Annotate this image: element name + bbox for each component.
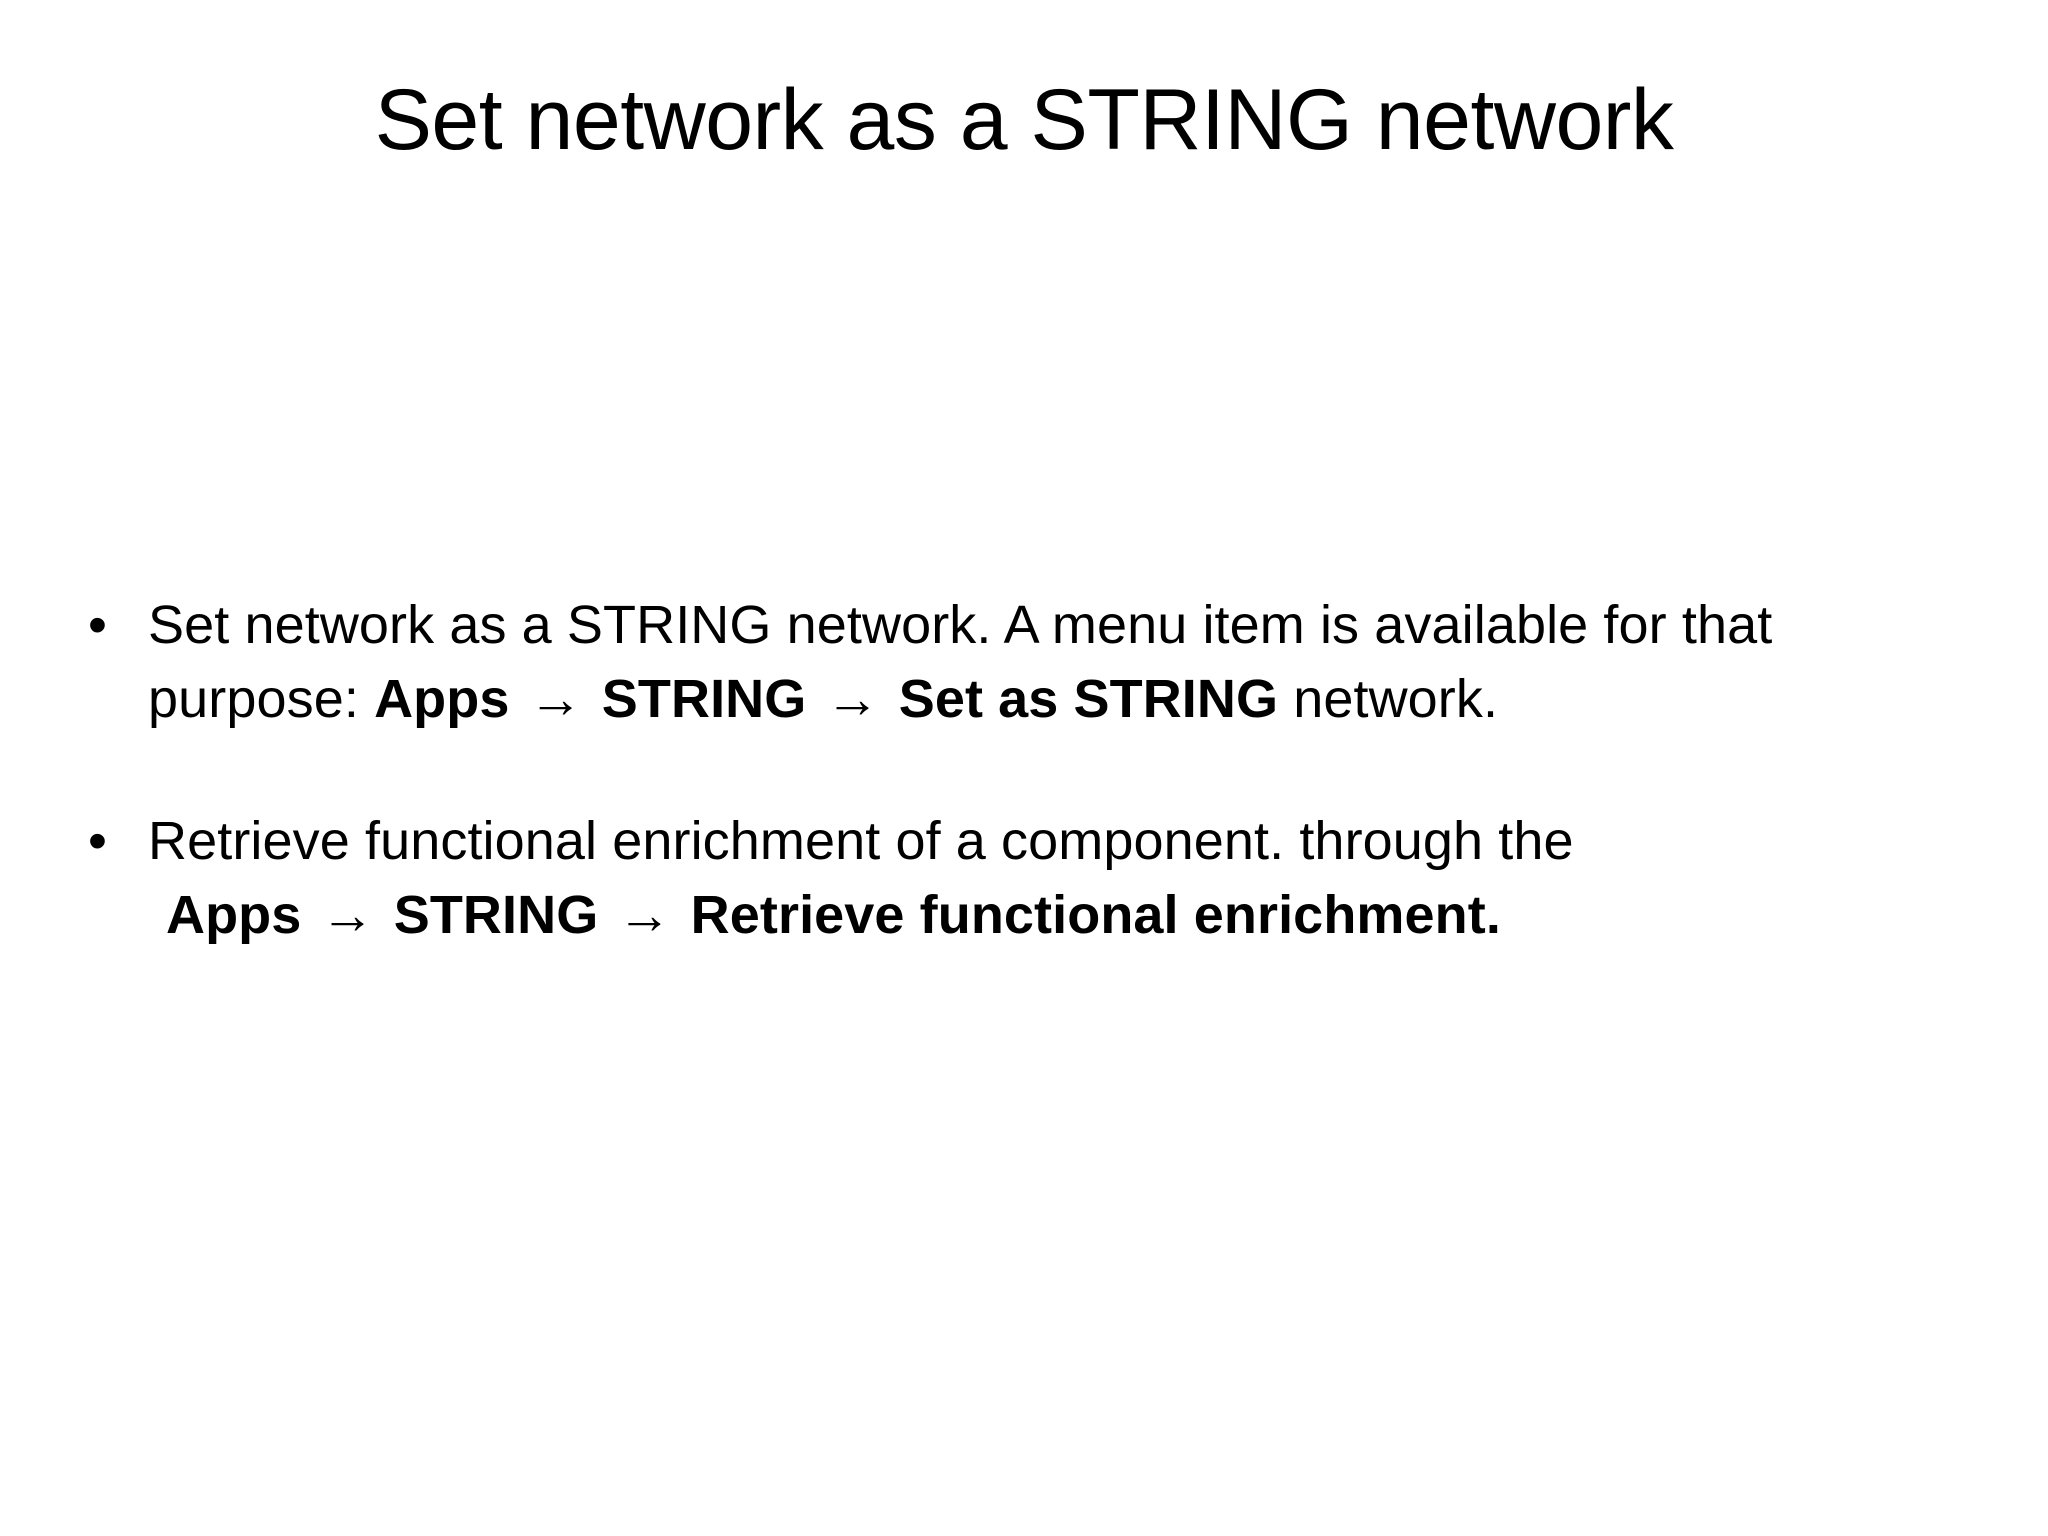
bullet-segment: purpose: xyxy=(148,669,375,729)
bullet-line: purpose: Apps → STRING → Set as STRING n… xyxy=(148,662,1988,736)
slide-title: Set network as a STRING network xyxy=(374,71,1674,168)
menu-path-apps: Apps xyxy=(374,669,510,729)
bullet-segment: Retrieve functional enrichment of a comp… xyxy=(148,811,1574,871)
menu-path-string: STRING xyxy=(601,669,807,729)
bullet-line: Retrieve functional enrichment of a comp… xyxy=(148,804,1988,878)
menu-path-apps: Apps xyxy=(166,885,302,945)
menu-path-set-as-string: Set as STRING xyxy=(898,669,1279,729)
menu-path-retrieve-functional-enrichment: Retrieve functional enrichment xyxy=(690,885,1486,945)
arrow-right-icon: → xyxy=(513,669,598,729)
menu-path-string: STRING xyxy=(393,885,599,945)
bullet-segment: . xyxy=(1485,885,1501,945)
bullet-point-icon: • xyxy=(88,595,107,655)
bullet-line: Apps → STRING → Retrieve functional enri… xyxy=(148,878,1988,952)
slide-body: • Set network as a STRING network. A men… xyxy=(78,588,1988,952)
arrow-right-icon: → xyxy=(305,885,390,945)
bullet-segment: Set network as a STRING network. A menu … xyxy=(148,595,1773,655)
arrow-right-icon: → xyxy=(602,885,687,945)
arrow-right-icon: → xyxy=(810,669,895,729)
bullet-text-set-as-string: Set network as a STRING network. A menu … xyxy=(148,588,1988,736)
bullet-item-retrieve-functional-enrichment: • Retrieve functional enrichment of a co… xyxy=(78,804,1988,952)
bullet-text-retrieve-functional-enrichment: Retrieve functional enrichment of a comp… xyxy=(148,804,1988,952)
bullet-segment: network. xyxy=(1278,669,1499,729)
bullet-item-set-as-string: • Set network as a STRING network. A men… xyxy=(78,588,1988,736)
bullet-line: Set network as a STRING network. A menu … xyxy=(148,588,1988,662)
bullet-point-icon: • xyxy=(88,811,107,871)
